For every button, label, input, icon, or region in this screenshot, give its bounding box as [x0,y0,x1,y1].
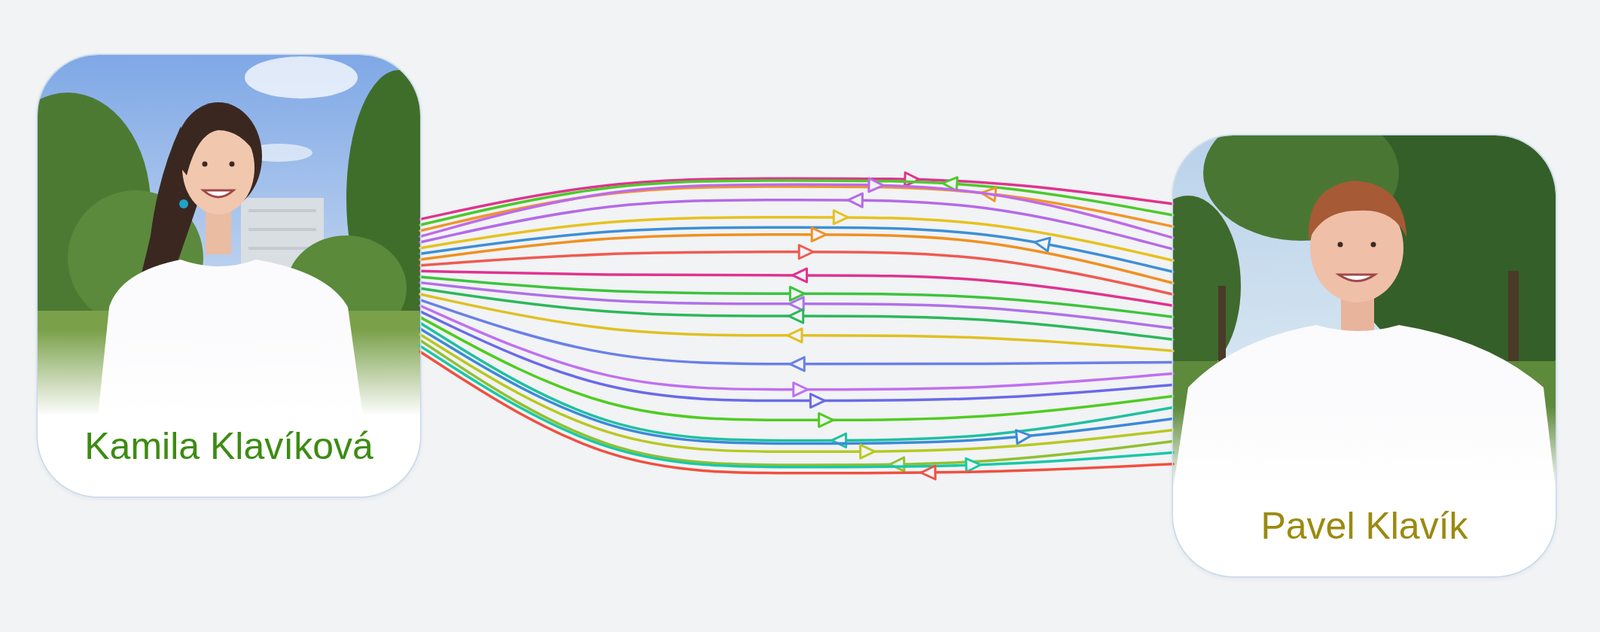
arrow-head [787,329,802,343]
connector-line [420,340,1174,466]
arrow-head [793,383,808,397]
arrow-head [847,193,863,208]
arrow-head [1033,235,1051,252]
connector-line [420,294,1174,351]
arrow-head [789,357,805,372]
kamila-photo [37,54,421,497]
connector-line [420,283,1174,330]
connector-line [420,305,1174,390]
connector-line [420,317,1174,421]
arrow-head [810,394,825,409]
connector-line [420,346,1174,468]
connector-line [420,277,1174,317]
arrow-head [920,466,936,480]
connector-group [420,193,1174,250]
connector-line [420,200,1174,250]
connector-group [420,277,1174,317]
pavel-photo [1173,135,1556,577]
arrow-head [798,245,814,260]
connector-group [420,352,1174,481]
arrow-head [889,457,905,472]
connector-group [420,329,1174,445]
arrow-head [1015,429,1032,445]
connector-line [420,352,1174,474]
arrow-head [811,228,826,242]
arrow-head [832,433,847,448]
connector-group [420,294,1174,351]
connector-line [420,329,1174,445]
arrow-head [905,172,920,186]
arrow-head [819,413,834,427]
connector-group [420,305,1174,397]
connector-line [420,323,1174,441]
person-card: Pavel Klavík [1173,135,1556,577]
connector-group [420,340,1174,472]
arrow-head [792,268,808,283]
connector-group [420,178,1174,238]
connector-group [420,323,1174,448]
arrow-head [789,309,804,324]
connector-group [420,283,1174,330]
arrow-head [860,444,875,459]
arrow-head [868,178,884,192]
person-name: Pavel Klavík [1255,505,1472,549]
connector-line [420,311,1174,402]
connector-group [420,300,1174,372]
person-card: Kamila Klavíková [37,54,421,497]
connector-group [420,346,1174,473]
person-name: Kamila Klavíková [79,425,378,470]
arrow-head [789,297,804,311]
arrow-head [833,210,848,225]
connector-line [420,335,1174,453]
connector-group [420,335,1174,460]
connector-group [420,228,1174,284]
arrow-head [966,458,982,473]
